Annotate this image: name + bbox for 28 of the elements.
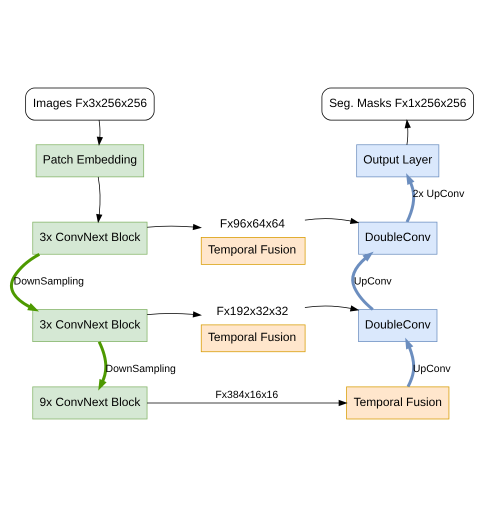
node-box: Seg. Masks Fx1x256x256 (322, 87, 474, 120)
node-box: 3x ConvNext Block (32, 221, 148, 254)
edge-label: DownSampling (14, 276, 84, 288)
node-label: Fx192x32x32 (216, 303, 288, 318)
arrow (10, 252, 40, 311)
arrow (146, 399, 348, 406)
edge-label: UpConv (354, 276, 392, 288)
edge-label: Fx384x16x16 (215, 389, 278, 400)
node-box: DoubleConv (358, 308, 438, 342)
arrow (405, 337, 416, 387)
node-box: 3x ConvNext Block (32, 308, 148, 342)
node-box: Temporal Fusion (346, 386, 450, 419)
node-box: DoubleConv (358, 221, 438, 254)
node-box: Images Fx3x256x256 (25, 87, 155, 120)
arrow (406, 172, 416, 222)
arrow (98, 340, 108, 390)
arrow (146, 223, 202, 230)
arrow (304, 217, 360, 224)
node-box: Patch Embedding (36, 144, 144, 177)
arrow (146, 310, 202, 318)
node-box: 9x ConvNext Block (32, 386, 148, 419)
node-box: Output Layer (356, 144, 440, 177)
arrow (404, 118, 411, 145)
node-label: Fx96x64x64 (220, 216, 285, 230)
arrow (96, 119, 103, 146)
arrow (304, 304, 360, 311)
arrow (351, 251, 374, 310)
arrow (96, 176, 102, 223)
